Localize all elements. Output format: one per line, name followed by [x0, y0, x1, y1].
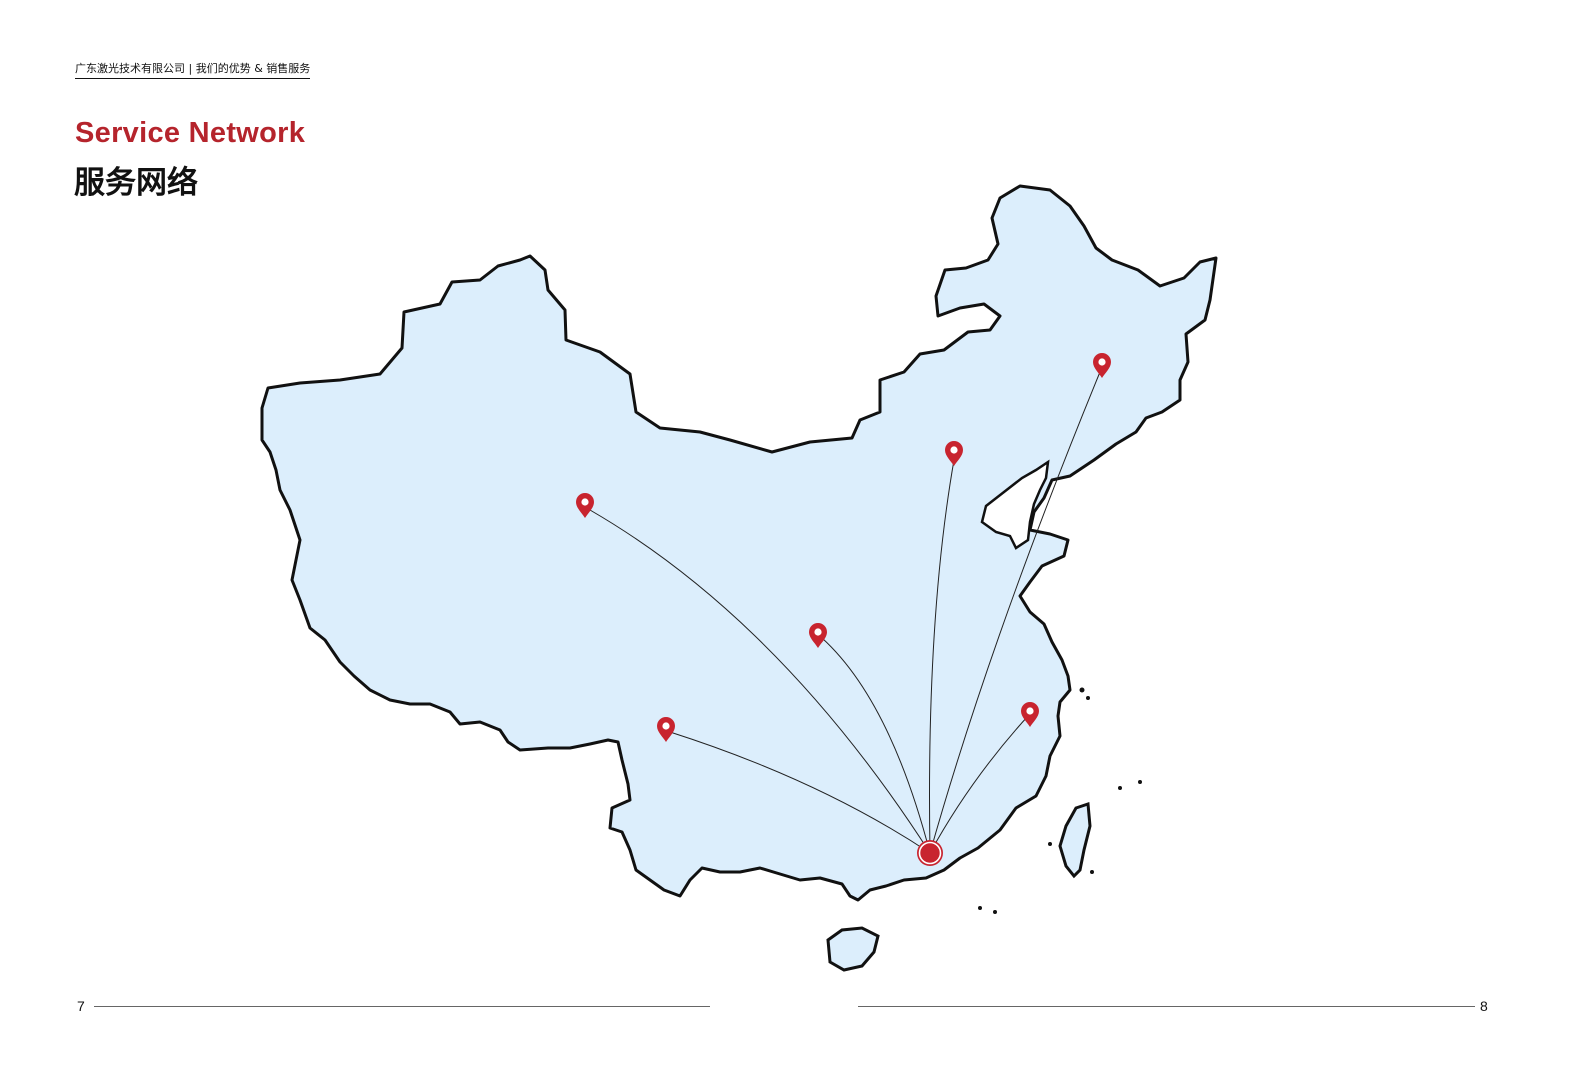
bohai-sea [980, 459, 1050, 550]
header-separator: | [188, 62, 193, 75]
page-title-en: Service Network [75, 117, 306, 149]
line-to-northeast [929, 371, 1101, 854]
line-to-southwest [669, 731, 931, 854]
page-header: 广东激光技术有限公司 | 我们的优势 & 销售服务 [75, 60, 311, 79]
hainan-island [826, 926, 880, 972]
line-to-east [929, 715, 1029, 854]
connection-lines [589, 371, 1101, 854]
taiwan-island [1058, 801, 1092, 879]
page-number-right: 8 [1480, 998, 1488, 1014]
page-number-left: 7 [77, 998, 85, 1014]
page-title-cn: 服务网络 [74, 165, 198, 201]
line-to-north [929, 459, 955, 854]
footer-divider-left [94, 1006, 710, 1007]
footer-divider-right [858, 1006, 1475, 1007]
line-to-northwest [589, 509, 931, 854]
small-islands [978, 687, 1142, 914]
china-mainland-outline [260, 184, 1218, 902]
section-name: 我们的优势 & 销售服务 [195, 62, 311, 75]
headquarters-target-icon [917, 840, 943, 866]
company-name: 广东激光技术有限公司 [75, 62, 185, 75]
line-to-central [821, 637, 931, 854]
